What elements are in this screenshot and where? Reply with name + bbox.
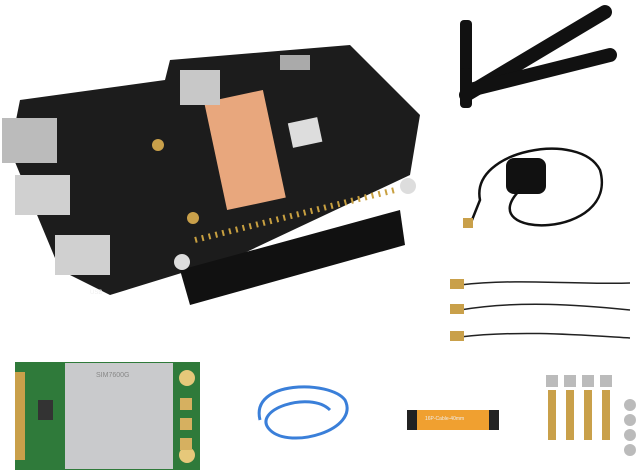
hat-board <box>2 45 420 305</box>
usb-c-port <box>280 55 310 70</box>
usb-port <box>55 235 110 275</box>
module-chip-label: SIM7600G <box>96 372 130 379</box>
sim7600g-module <box>15 362 200 470</box>
ufl-cables <box>459 281 631 339</box>
standoffs-and-screws <box>546 375 636 456</box>
usb-label: USB <box>90 290 103 296</box>
ethernet-cable <box>257 385 349 440</box>
usb-port <box>15 175 70 215</box>
fpc-cable <box>407 410 499 430</box>
sim-slot <box>180 70 220 105</box>
antennas <box>459 5 617 108</box>
fpc-cable-label: 16P-Cable-40mm <box>425 416 465 422</box>
gps-antenna <box>463 147 604 228</box>
ethernet-port <box>2 118 57 163</box>
heatsink-pad <box>204 89 286 211</box>
